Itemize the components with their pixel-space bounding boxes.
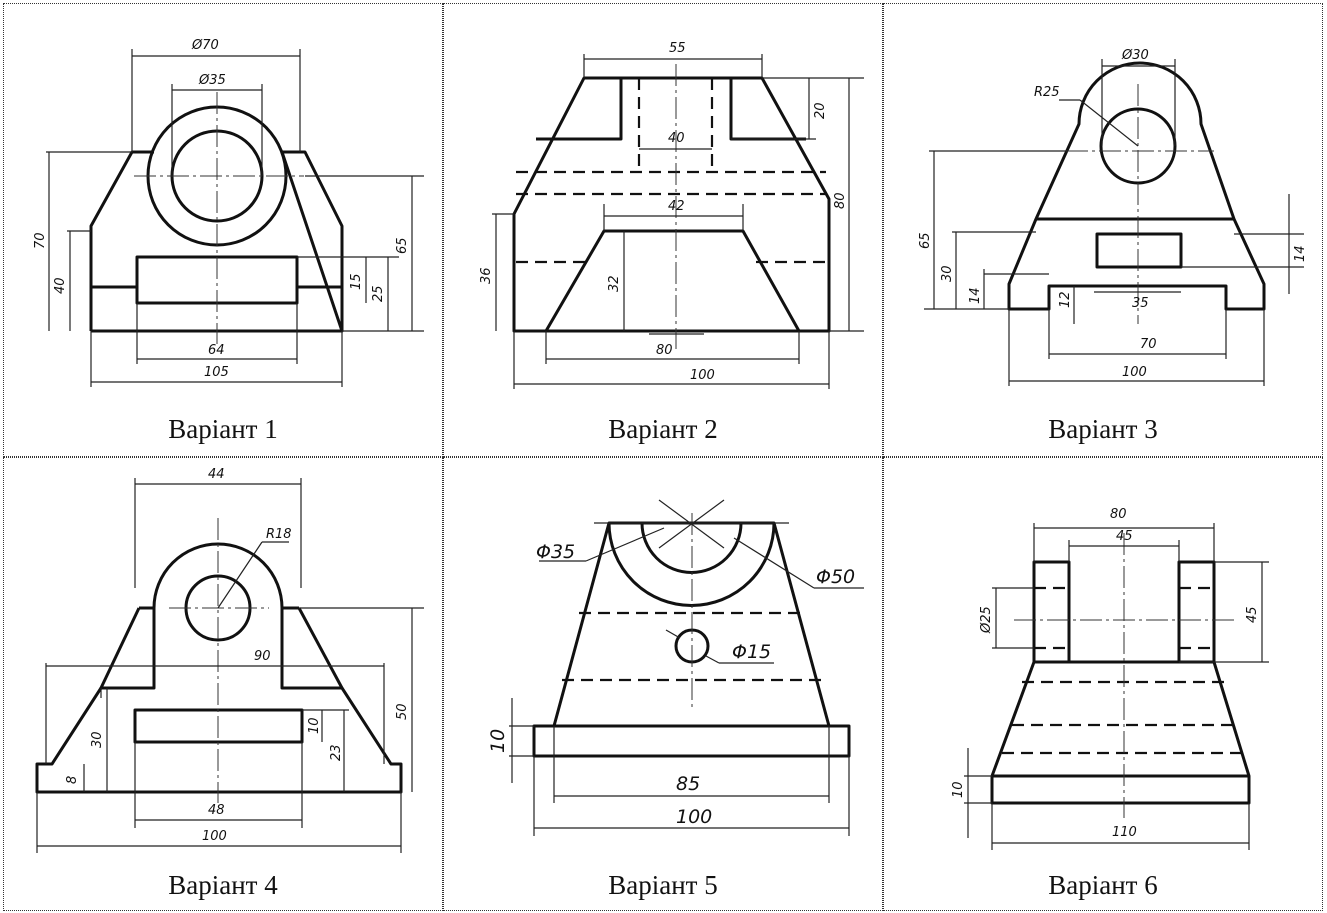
dim-w100: 100	[690, 368, 715, 383]
variant-1-cell: Ø70 Ø35 70 40 65 15 25 64 105 Варіант 1	[3, 3, 443, 457]
dim-h32: 32	[607, 275, 622, 292]
dim-w35: 35	[1132, 296, 1149, 311]
variant-3-cell: Ø30 R25 65 30 14 12 35 14 70 100 Варіант…	[883, 3, 1323, 457]
dim-h10: 10	[487, 729, 509, 753]
variant-6-caption: Варіант 6	[1048, 870, 1158, 900]
dim-w64: 64	[208, 343, 225, 358]
dim-h10: 10	[951, 781, 966, 798]
dim-h70: 70	[33, 232, 48, 249]
dim-h15: 15	[349, 273, 364, 290]
dim-d15: Φ15	[732, 641, 771, 663]
dim-w70: 70	[1140, 337, 1157, 352]
variant-2-cell: 55 20 40 80 42 36 32 80 100 Варіант 2	[443, 3, 883, 457]
dim-d35: Ø35	[198, 73, 226, 88]
dim-h10: 10	[307, 717, 322, 734]
dim-d70: Ø70	[191, 38, 219, 53]
variant-6-cell: 80 45 Ø25 45 10 110 Варіант 6	[883, 457, 1323, 911]
dim-w40: 40	[668, 131, 685, 146]
dim-w105: 105	[204, 365, 229, 380]
variant-3-drawing: Ø30 R25 65 30 14 12 35 14 70 100	[918, 48, 1308, 386]
dim-h25: 25	[371, 285, 386, 302]
dim-d35: Φ35	[536, 541, 575, 563]
dim-h40: 40	[53, 277, 68, 294]
dim-h30: 30	[940, 265, 955, 282]
variant-4-drawing: 44 R18 90 50 30 10 23 8 48 100	[35, 467, 424, 853]
dim-h12: 12	[1058, 291, 1073, 308]
dim-w80: 80	[656, 343, 673, 358]
variant-5-drawing: Φ35 Φ50 Φ15 10 85 100	[487, 499, 864, 836]
dim-w48: 48	[208, 803, 225, 818]
variant-4-cell: 44 R18 90 50 30 10 23 8 48 100 Варіант 4	[3, 457, 443, 911]
dim-w85: 85	[676, 773, 700, 795]
dim-h14b: 14	[1293, 245, 1308, 262]
dim-h45: 45	[1245, 606, 1260, 623]
dim-w100: 100	[1122, 365, 1147, 380]
variant-1-caption: Варіант 1	[168, 414, 278, 444]
dim-w100: 100	[202, 829, 227, 844]
variant-5-caption: Варіант 5	[608, 870, 718, 900]
variant-2-drawing: 55 20 40 80 42 36 32 80 100	[479, 41, 864, 389]
dim-w110: 110	[1112, 825, 1137, 840]
variant-1-drawing: Ø70 Ø35 70 40 65 15 25 64 105	[33, 38, 424, 387]
variant-3-caption: Варіант 3	[1048, 414, 1158, 444]
dim-h23: 23	[329, 744, 344, 761]
dim-w55: 55	[669, 41, 686, 56]
dim-h20: 20	[813, 102, 828, 119]
dim-r18: R18	[266, 527, 292, 542]
variant-2-caption: Варіант 2	[608, 414, 718, 444]
dim-w42: 42	[668, 199, 685, 214]
dim-d25: Ø25	[979, 606, 994, 634]
variants-grid: Ø70 Ø35 70 40 65 15 25 64 105 Варіант 1	[3, 3, 1323, 911]
variant-6-drawing: 80 45 Ø25 45 10 110	[951, 507, 1269, 850]
dim-h65: 65	[395, 237, 410, 254]
dim-h8: 8	[65, 776, 80, 784]
dim-h50: 50	[395, 703, 410, 720]
dim-h36: 36	[479, 267, 494, 284]
dim-h14a: 14	[968, 287, 983, 304]
dim-w100: 100	[676, 806, 712, 828]
dim-h30: 30	[90, 731, 105, 748]
dim-d30: Ø30	[1121, 48, 1149, 63]
dim-d50: Φ50	[816, 566, 855, 588]
dim-w44: 44	[208, 467, 225, 482]
dim-w90: 90	[254, 649, 271, 664]
dim-h80: 80	[833, 192, 848, 209]
variant-5-cell: Φ35 Φ50 Φ15 10 85 100 Варіант 5	[443, 457, 883, 911]
dim-h65: 65	[918, 232, 933, 249]
dim-w80: 80	[1110, 507, 1127, 522]
dim-r25: R25	[1034, 85, 1060, 100]
dim-w45: 45	[1116, 529, 1133, 544]
variant-4-caption: Варіант 4	[168, 870, 278, 900]
